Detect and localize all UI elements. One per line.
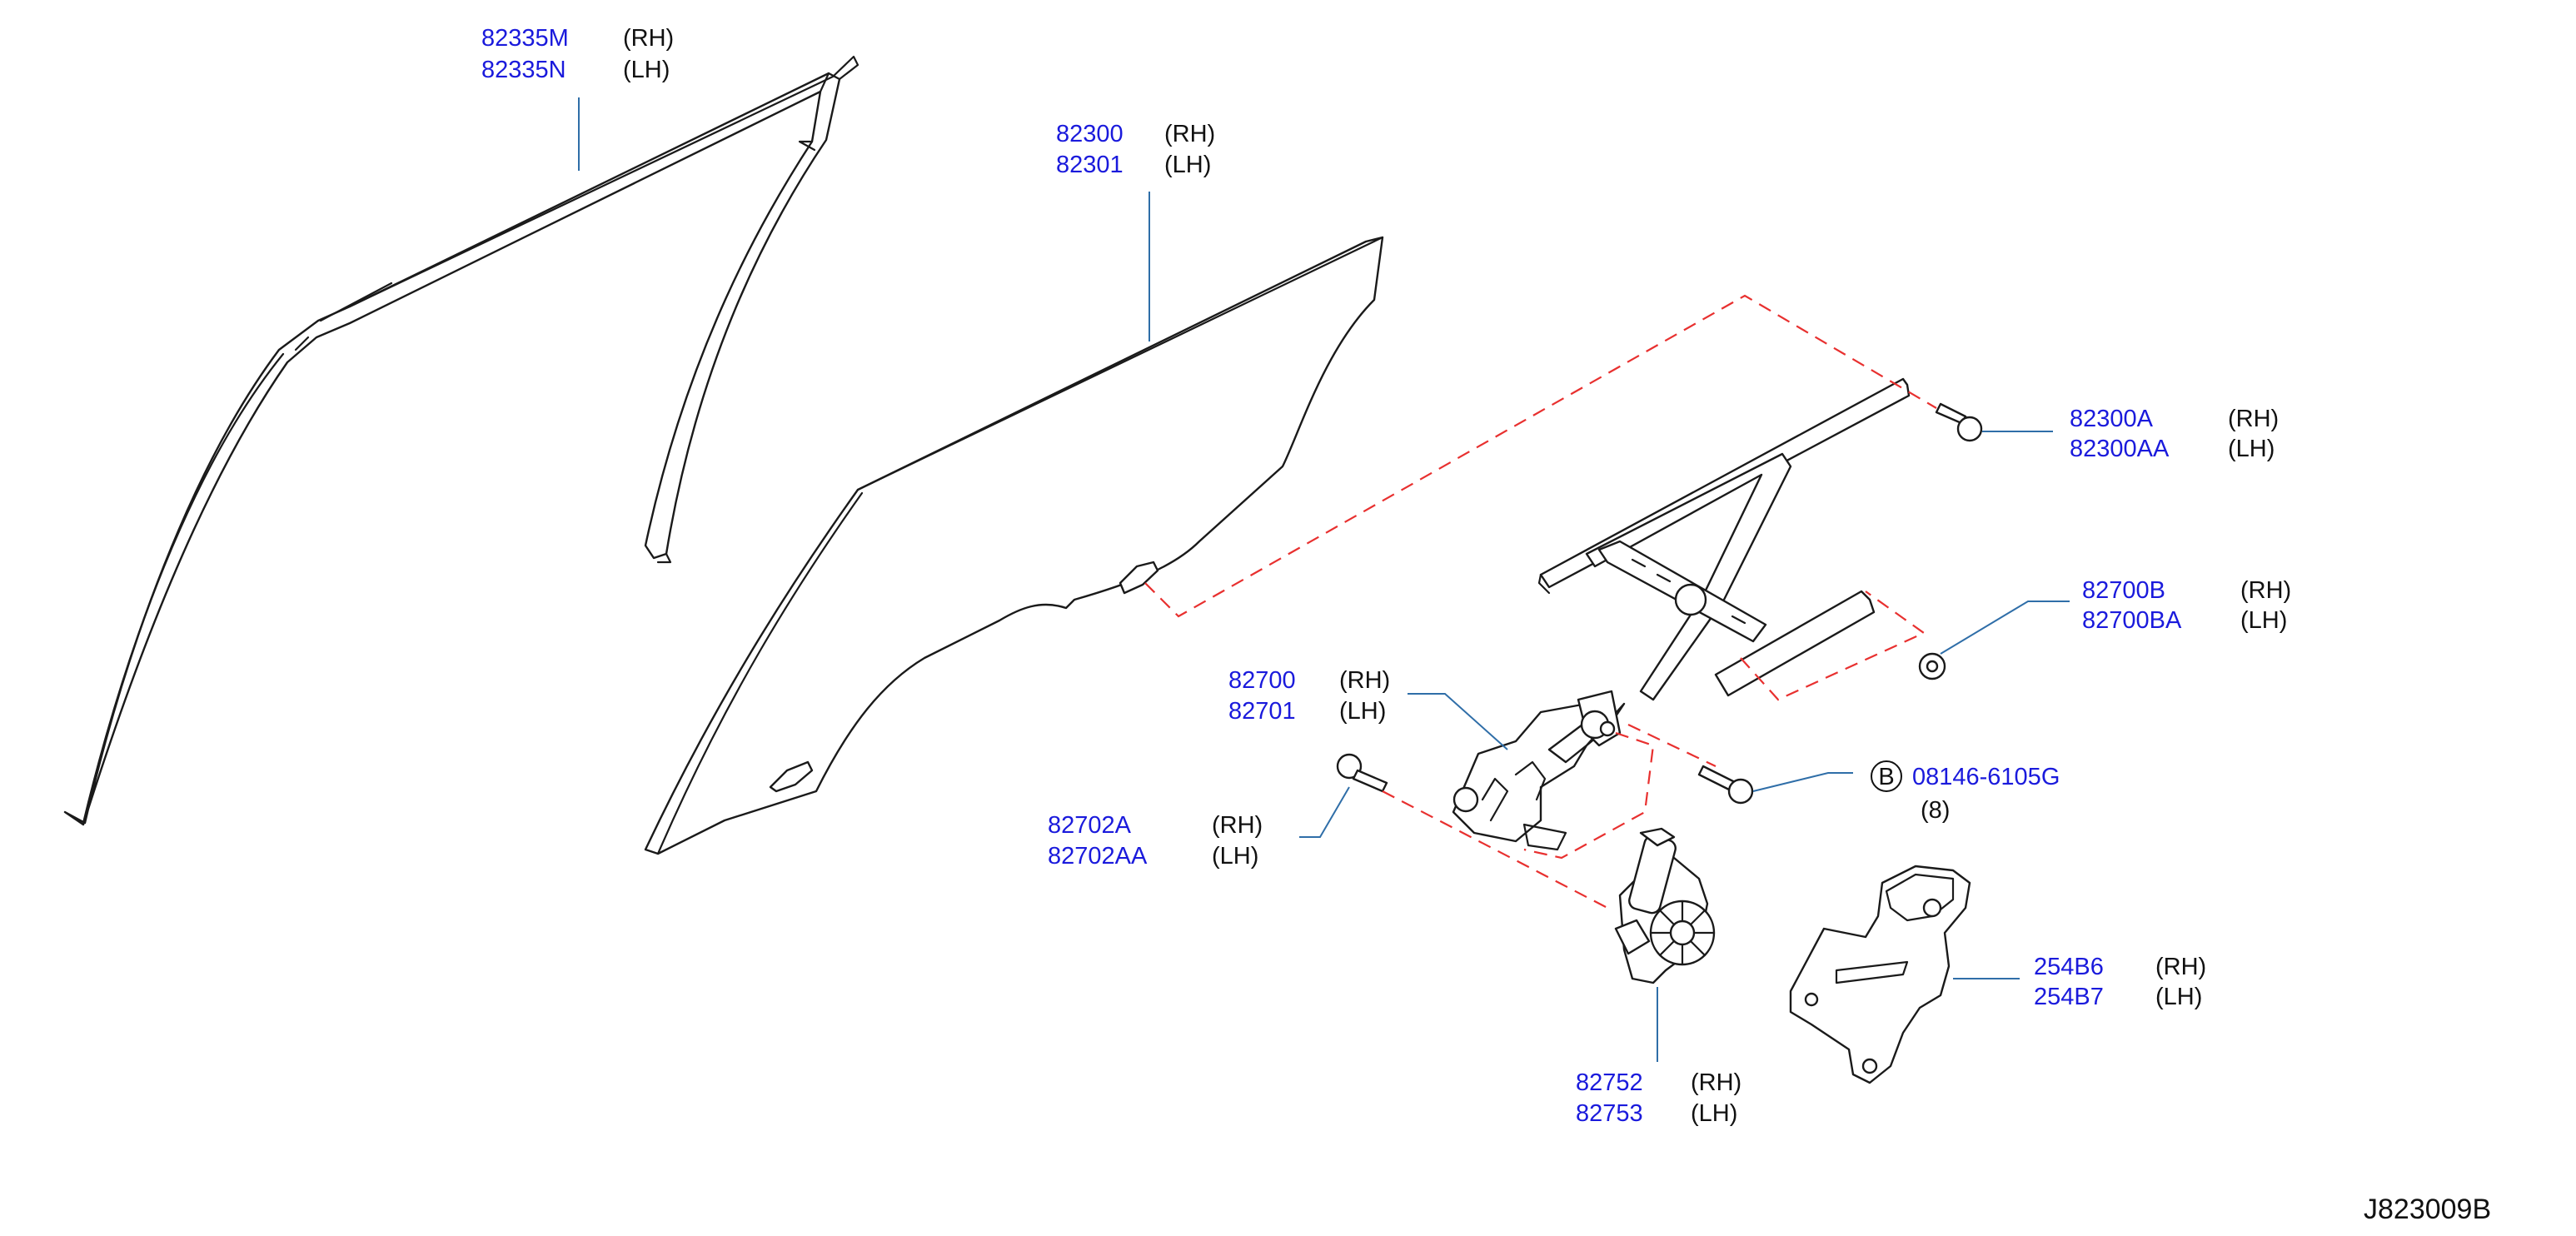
side-label-rh: (RH)	[2228, 406, 2279, 432]
glass-bolt-part[interactable]	[1935, 402, 1983, 442]
quantity: (8)	[1921, 797, 1950, 824]
part-number-rh: 82700	[1228, 667, 1296, 694]
side-label-rh: (RH)	[2155, 954, 2206, 980]
part-number-rh: 82335M	[481, 25, 569, 52]
side-label-rh: (RH)	[2240, 577, 2291, 604]
side-label-rh: (RH)	[1164, 121, 1215, 147]
callout-window-regulator: 82700 (RH) 82701 (LH)	[1228, 667, 1390, 725]
part-number-rh: 82702A	[1048, 812, 1132, 839]
side-label-lh: (LH)	[2240, 607, 2287, 634]
side-label-rh: (RH)	[1212, 812, 1263, 839]
side-label-lh: (LH)	[1212, 843, 1258, 870]
side-label-lh: (LH)	[2155, 984, 2202, 1010]
part-number-lh: 82301	[1056, 152, 1124, 178]
part-number-lh: 82700BA	[2082, 607, 2182, 634]
side-label-rh: (RH)	[623, 25, 674, 52]
callout-regulator-nut: 82700B (RH) 82700BA (LH)	[2082, 577, 2291, 634]
regulator-nut-part[interactable]	[1918, 652, 1946, 680]
part-number-lh: 82701	[1228, 698, 1296, 725]
leader-lines	[578, 97, 2070, 1062]
callout-door-glass: 82300 (RH) 82301 (LH)	[1056, 121, 1215, 178]
part-number-lh: 82753	[1576, 1100, 1643, 1127]
part-number-rh: 82752	[1576, 1069, 1643, 1096]
side-label-lh: (LH)	[2228, 436, 2275, 462]
bolt-b-part[interactable]	[1697, 765, 1754, 805]
part-number-lh: 254B7	[2034, 984, 2104, 1010]
callout-sash-channel: 82335M (RH) 82335N (LH)	[481, 25, 674, 83]
part-number-rh: 82700B	[2082, 577, 2165, 604]
side-label-lh: (LH)	[623, 57, 670, 83]
part-number-lh: 82300AA	[2070, 436, 2170, 462]
diagram-code: J823009B	[2364, 1194, 2491, 1225]
part-number-lh: 82335N	[481, 57, 566, 83]
callout-glass-bolt: 82300A (RH) 82300AA (LH)	[2070, 406, 2279, 462]
side-label-lh: (LH)	[1691, 1100, 1737, 1127]
part-number-rh: 82300	[1056, 121, 1124, 147]
window-regulator-part[interactable]	[1452, 377, 1911, 851]
b-marker: B	[1878, 764, 1894, 790]
callout-bolt-b: B 08146-6105G (8)	[1871, 760, 2060, 824]
bracket-part[interactable]	[1789, 865, 1971, 1084]
part-number-rh: 82300A	[2070, 406, 2154, 432]
part-number-lh: 82702AA	[1048, 843, 1148, 870]
side-label-lh: (LH)	[1339, 698, 1386, 725]
b-marker-circle	[1871, 760, 1902, 792]
regulator-motor-part[interactable]	[1614, 827, 1716, 984]
side-label-lh: (LH)	[1164, 152, 1211, 178]
callout-bracket: 254B6 (RH) 254B7 (LH)	[2034, 954, 2206, 1010]
callout-regulator-bolt: 82702A (RH) 82702AA (LH)	[1048, 812, 1263, 870]
callout-regulator-motor: 82752 (RH) 82753 (LH)	[1576, 1069, 1741, 1127]
assembly-lines	[1144, 294, 1937, 909]
door-glass-part[interactable]	[644, 236, 1384, 855]
side-label-rh: (RH)	[1691, 1069, 1741, 1096]
sash-channel-part[interactable]	[63, 55, 859, 826]
side-label-rh: (RH)	[1339, 667, 1390, 694]
part-number: 08146-6105G	[1912, 764, 2060, 790]
regulator-bolt-part[interactable]	[1336, 753, 1388, 793]
part-number-rh: 254B6	[2034, 954, 2104, 980]
